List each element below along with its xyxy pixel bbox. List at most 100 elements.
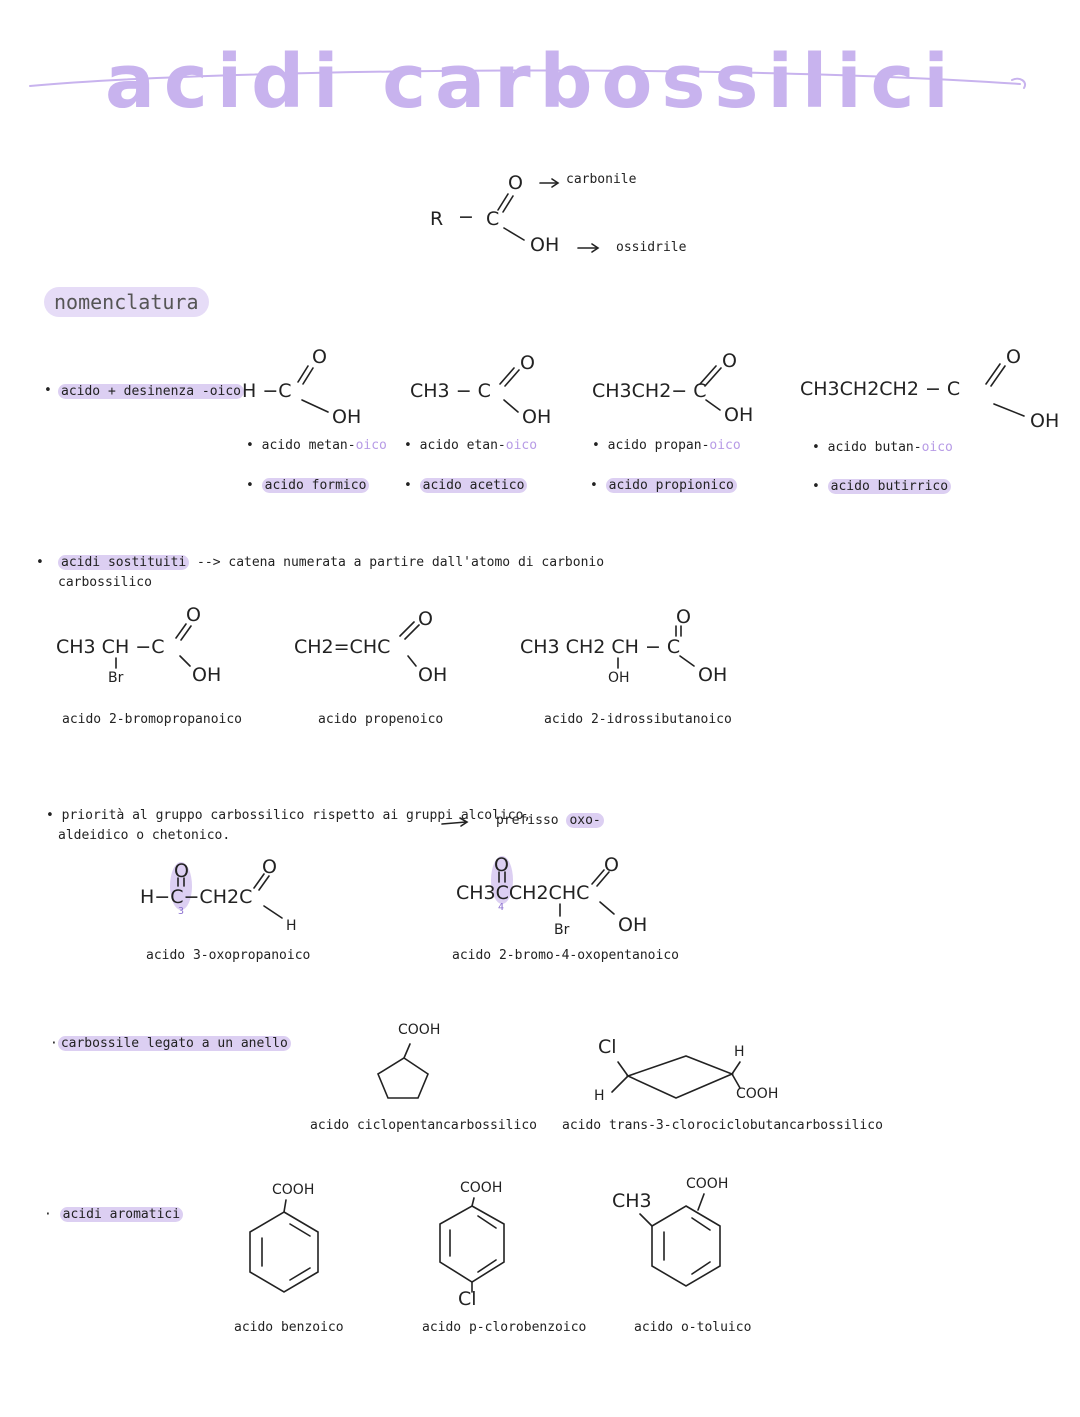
acid2-iupac: • acido etan-oico: [404, 438, 538, 453]
arom3-sub: CH3: [612, 1190, 652, 1212]
acid1-iupac-suffix: oico: [355, 438, 387, 453]
acid1-formula-head: H: [242, 380, 257, 402]
acid1-iupac: • acido metan-oico: [246, 438, 387, 453]
general-bonds: [497, 178, 600, 253]
prio1-name: acido 3-oxopropanoico: [146, 948, 311, 963]
anello2-name: acido trans-3-clorociclobutancarbossilic…: [562, 1118, 883, 1133]
sostituiti-bonds: [115, 621, 695, 669]
acid3-iupac: • acido propan-oico: [592, 438, 741, 453]
arom2-name: acido p-clorobenzoico: [422, 1320, 587, 1335]
sost1-sub: Br: [108, 670, 124, 686]
sost2-formula: CH2=CHC: [294, 636, 391, 658]
anello2-h2: H: [594, 1088, 605, 1104]
page-title: acidi carbossilici: [105, 39, 958, 125]
priorita-bonds: [177, 869, 615, 919]
carbonile-label: carbonile: [566, 172, 637, 187]
prio1-h2: H: [286, 918, 297, 934]
acid3-o: O: [722, 350, 737, 372]
acid3-iupac-suffix: oico: [709, 438, 741, 453]
prio1-o: O: [174, 860, 189, 882]
priorita-highlights: [170, 856, 513, 910]
acid2-iupac-prefix: acido etan-: [419, 438, 506, 453]
acid3-formula-head: CH3CH2: [592, 380, 672, 402]
general-o: O: [508, 172, 523, 194]
acid1-common-text: acido formico: [261, 478, 370, 493]
sost2-o: O: [418, 608, 433, 630]
arom1-group: COOH: [272, 1182, 315, 1198]
sost3-sub: OH: [608, 670, 630, 686]
arom1-name: acido benzoico: [234, 1320, 344, 1335]
arom2-group: COOH: [460, 1180, 503, 1196]
acid1-iupac-prefix: acido metan-: [261, 438, 356, 453]
general-r: R: [430, 208, 444, 230]
acid4-iupac-prefix: acido butan-: [827, 440, 922, 455]
anello2-h1: H: [734, 1044, 745, 1060]
acid4-iupac-suffix: oico: [921, 440, 953, 455]
prefisso-oxo-text: oxo-: [566, 813, 604, 828]
anello2-group: COOH: [736, 1086, 779, 1102]
priorita-line2: aldeidico o chetonico.: [58, 828, 231, 843]
acid4-head: CH3CH2CH2 − C: [800, 378, 961, 400]
acid3-iupac-prefix: acido propan-: [607, 438, 710, 453]
cyclobutane-ring: [611, 1055, 741, 1099]
prio1-formula: H−C−CH2C: [140, 886, 253, 908]
arom3-name: acido o-toluico: [634, 1320, 752, 1335]
acid3-common-text: acido propionico: [605, 478, 737, 493]
prio2-formula: CH3CCH2CHC: [456, 882, 590, 904]
general-dash: −: [458, 206, 474, 228]
acid1-common: • acido formico: [246, 478, 370, 494]
anello2-cl: Cl: [598, 1036, 617, 1058]
bullet: •: [36, 555, 44, 570]
sost2-oh: OH: [418, 664, 448, 686]
prio2-o: O: [494, 854, 509, 876]
prio1-o2: O: [262, 856, 277, 878]
sost3-name: acido 2-idrossibutanoico: [544, 712, 732, 727]
arom3-group: COOH: [686, 1176, 729, 1192]
prio1-num: 3: [178, 906, 185, 917]
prio1-h: H: [140, 886, 155, 908]
acid1-head: H −C: [242, 380, 292, 402]
sost3-formula: CH3 CH2 CH − C: [520, 636, 681, 658]
rule-oico-text: acido + desinenza -oico: [58, 384, 245, 399]
prefisso-label: prefisso: [496, 813, 567, 828]
acid2-oh: OH: [522, 406, 552, 428]
general-oh: OH: [530, 234, 560, 256]
sost1-formula: CH3 CH −C: [56, 636, 165, 658]
anello-label-text: carbossile legato a un anello: [57, 1036, 291, 1051]
acid2-common: • acido acetico: [404, 478, 528, 494]
sostituiti-title-hl: acidi sostituiti: [58, 555, 190, 570]
anello-label: ·carbossile legato a un anello: [50, 1036, 291, 1052]
acid3-oh: OH: [724, 404, 754, 426]
sostituiti-title: acidi sostituiti --> catena numerata a p…: [58, 555, 604, 571]
arrow-icon: [441, 817, 469, 827]
acid1-o: O: [312, 346, 327, 368]
aromatici-label: · acidi aromatici: [44, 1207, 184, 1223]
acid4-common-text: acido butirrico: [827, 479, 952, 494]
sost2-name: acido propenoico: [318, 712, 444, 727]
prio2-name: acido 2-bromo-4-oxopentanoico: [452, 948, 679, 963]
acid4-iupac: • acido butan-oico: [812, 440, 953, 455]
sostituiti-title-rest: --> catena numerata a partire dall'atomo…: [189, 555, 605, 570]
priorita-line1-text: priorità al gruppo carbossilico rispetto…: [61, 808, 532, 823]
prio2-br: Br: [554, 922, 570, 938]
acid4-common: • acido butirrico: [812, 479, 952, 495]
prio2-o2: O: [604, 854, 619, 876]
bullet: •: [44, 383, 52, 398]
acid2-o: O: [520, 352, 535, 374]
acid2-iupac-suffix: oico: [505, 438, 538, 453]
acid4-oh: OH: [1030, 410, 1060, 432]
acid1-oh: OH: [332, 406, 362, 428]
sost1-formula-text: CH3 CH: [56, 636, 130, 658]
prio1-ch2c: CH2C: [199, 886, 253, 908]
sost1-name: acido 2-bromopropanoico: [62, 712, 243, 727]
acid2-formula-head: CH3: [410, 380, 450, 402]
sost3-oh: OH: [698, 664, 728, 686]
acid2-head: CH3 − C: [410, 380, 491, 402]
prefisso-oxo: prefisso oxo-: [496, 813, 604, 829]
priorita-line1: • priorità al gruppo carbossilico rispet…: [46, 808, 532, 823]
acid2-common-text: acido acetico: [419, 478, 528, 493]
sost3-formula-text: CH3 CH2 CH: [520, 636, 639, 658]
acid4-o: O: [1006, 346, 1021, 368]
